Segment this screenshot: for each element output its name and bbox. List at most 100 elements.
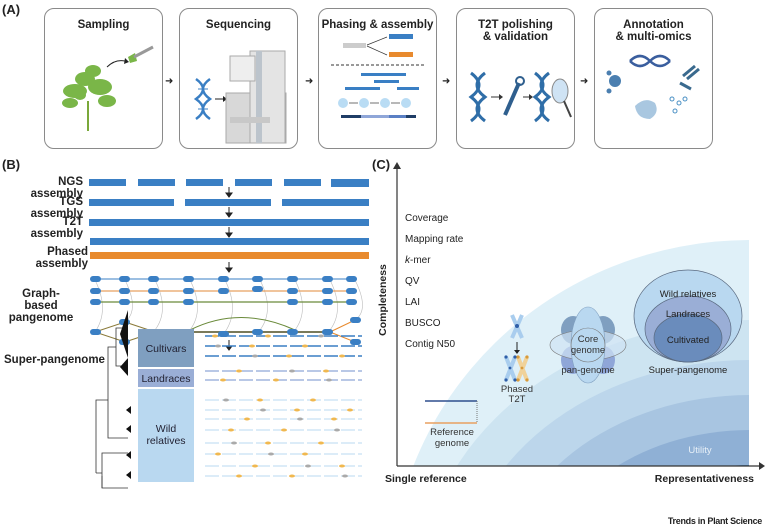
group-wild-label-1: Wild: [156, 423, 177, 435]
metric-kmer: k-mer: [405, 255, 431, 266]
variant-mark: [257, 398, 263, 402]
reference-label-2: genome: [435, 438, 469, 449]
step-annotation-multiomics: Annotation & multi-omics: [594, 8, 713, 149]
utility-label: Utility: [688, 445, 711, 456]
flow-arrow-icon: ➜: [580, 76, 589, 87]
pangenome-flower: [549, 306, 627, 384]
t2t-chromosome: [89, 219, 369, 226]
ngs-contigs: [89, 179, 369, 187]
panel-b-label: (B): [2, 157, 21, 172]
variant-mark: [244, 417, 250, 421]
completeness-chart: Completeness Reference genome Phased T2T…: [377, 162, 765, 485]
tgs-contigs: [89, 199, 369, 206]
variant-mark: [281, 428, 287, 432]
phased-label-1: Phased: [501, 384, 533, 395]
band-5: [617, 430, 749, 466]
x-axis-left-label: Single reference: [385, 473, 467, 485]
variant-mark: [289, 474, 295, 478]
variant-mark: [228, 428, 234, 432]
metric-qv: QV: [405, 276, 420, 287]
multi-omics-icon: [606, 54, 700, 119]
metric-lai: LAI: [405, 297, 421, 308]
variant-mark: [252, 464, 258, 468]
phylogeny-tree: [95, 327, 128, 489]
step-title: Sampling: [77, 19, 130, 31]
step-title-line2: & multi-omics: [615, 31, 692, 43]
step-title: T2T polishing & validation: [457, 19, 574, 43]
variant-mark: [212, 334, 218, 338]
pangenome-label: pan-genome: [561, 365, 614, 376]
cultivated-circle: [653, 313, 723, 363]
group-landraces-bar: [138, 369, 194, 387]
metric-mapping-rate: Mapping rate: [405, 234, 464, 245]
step-title: Phasing & assembly: [321, 19, 434, 31]
dna-polishing-icon: [468, 71, 572, 123]
variant-mark: [273, 378, 279, 382]
step-title: Annotation & multi-omics: [595, 19, 712, 43]
flow-arrow-icon: ➜: [305, 76, 314, 87]
group-wild-bar: [138, 389, 194, 482]
step-title-line2: & validation: [482, 31, 549, 43]
row-label-graph: Graph-based pangenome: [8, 288, 74, 324]
core-genome-label-2: genome: [571, 345, 605, 356]
group-cultivars-label: Cultivars: [146, 343, 187, 355]
x-axis-right-label: Representativeness: [655, 473, 754, 485]
row-label-line1: Graph-based: [22, 288, 60, 312]
variant-mark: [215, 452, 221, 456]
step-sequencing: Sequencing: [179, 8, 298, 149]
super-pangenome-label: Super-pangenome: [649, 365, 728, 376]
variant-mark: [265, 334, 271, 338]
variant-mark: [249, 344, 255, 348]
variant-mark: [268, 452, 274, 456]
variant-mark: [342, 474, 348, 478]
group-wild-label-2: relatives: [146, 435, 185, 447]
variant-mark: [302, 452, 308, 456]
kmer-rest: -mer: [410, 255, 431, 266]
variant-mark: [297, 417, 303, 421]
panel-a-label: (A): [2, 2, 21, 17]
variant-mark: [260, 408, 266, 412]
plant-sampling-icon: [62, 45, 154, 131]
step-title-line1: T2T polishing: [478, 19, 553, 31]
variant-mark: [318, 441, 324, 445]
reference-label-1: Reference: [430, 427, 474, 438]
y-axis-label: Completeness: [377, 264, 389, 336]
journal-footer: Trends in Plant Science: [667, 516, 762, 526]
landraces-label: Landraces: [666, 309, 711, 320]
flow-arrow-icon: ➜: [442, 76, 451, 87]
variant-mark: [318, 334, 324, 338]
variant-mark: [323, 369, 329, 373]
chromosome-icon: [504, 314, 529, 382]
variant-mark: [265, 441, 271, 445]
step-t2t-polishing: T2T polishing & validation: [456, 8, 575, 149]
variant-mark: [305, 464, 311, 468]
variant-mark: [236, 369, 242, 373]
super-pangenome-tracks: [205, 334, 362, 478]
x-axis-arrow-icon: [759, 462, 765, 470]
group-landraces-label: Landraces: [141, 373, 190, 385]
step-title-line1: Annotation: [623, 19, 684, 31]
wild-relatives-label: Wild relatives: [660, 289, 717, 300]
phased-hap2: [90, 252, 369, 259]
row-label-line2: pangenome: [8, 312, 74, 324]
phased-label-2: T2T: [509, 394, 526, 405]
row-label-phased: Phased assembly: [35, 246, 88, 270]
row-label-tgs: TGS assembly: [30, 196, 83, 220]
metric-busco: BUSCO: [405, 318, 441, 329]
sequencer-icon: [193, 50, 287, 144]
variant-mark: [215, 344, 221, 348]
kmer-k: k: [405, 255, 410, 266]
flow-arrow-icon: ➜: [165, 76, 174, 87]
core-genome-label-1: Core: [578, 334, 599, 345]
step-sampling: Sampling: [44, 8, 163, 149]
variant-mark: [339, 354, 345, 358]
step-title: Sequencing: [205, 19, 272, 31]
phasing-assembly-icon: [331, 34, 426, 118]
variant-mark: [236, 474, 242, 478]
cultivated-label: Cultivated: [667, 335, 709, 346]
variant-mark: [326, 378, 332, 382]
row-label-ngs: NGS assembly: [30, 176, 83, 200]
panel-c-label: (C): [372, 157, 391, 172]
variant-mark: [310, 398, 316, 402]
variant-mark: [302, 344, 308, 348]
